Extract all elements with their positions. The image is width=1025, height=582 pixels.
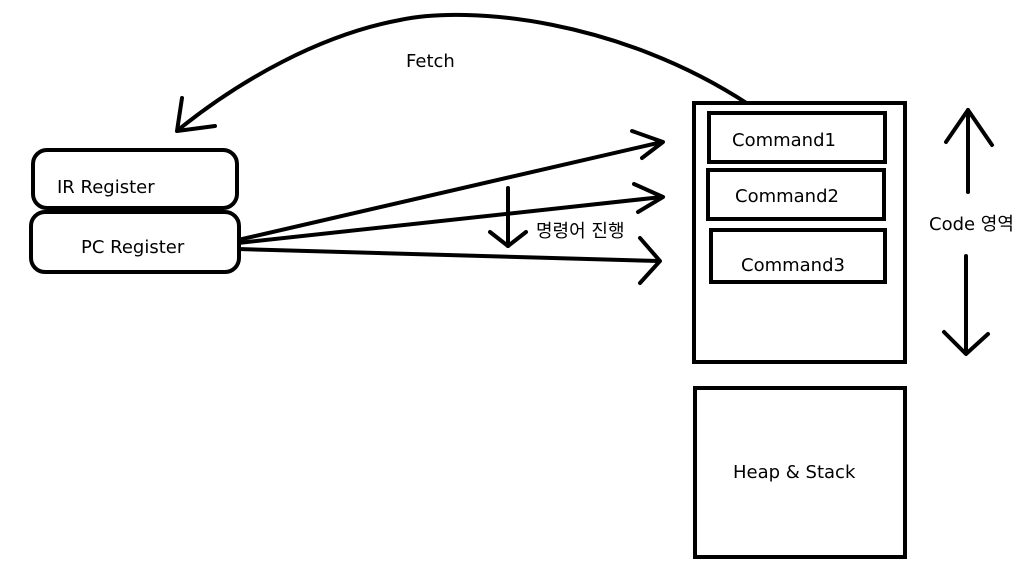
- pc-arrow-command2: [236, 182, 665, 245]
- ir-register: [31, 148, 239, 210]
- fetch-arrow: [175, 12, 750, 133]
- code-area-up-arrow: [944, 108, 994, 194]
- pc-register-label: PC Register: [81, 237, 185, 258]
- pc-arrow-command3: [236, 236, 662, 285]
- ir-register-label: IR Register: [57, 177, 155, 198]
- fetch-label: Fetch: [406, 51, 455, 72]
- code-area-down-arrow: [942, 254, 990, 356]
- heap-stack-label: Heap & Stack: [733, 462, 856, 483]
- command3-label: Command3: [741, 255, 845, 276]
- pc-arrow-command1: [236, 129, 665, 242]
- heap-stack-area: [693, 386, 907, 559]
- command3-box: [709, 228, 887, 284]
- command1-label: Command1: [732, 130, 836, 151]
- progress-down-arrow: [488, 186, 528, 248]
- command2-label: Command2: [735, 186, 839, 207]
- code-area-label: Code 영역: [929, 214, 1014, 235]
- pc-register: [29, 210, 241, 274]
- command2-box: [706, 168, 886, 221]
- command1-box: [707, 111, 887, 164]
- progress-label: 명령어 진행: [536, 221, 625, 242]
